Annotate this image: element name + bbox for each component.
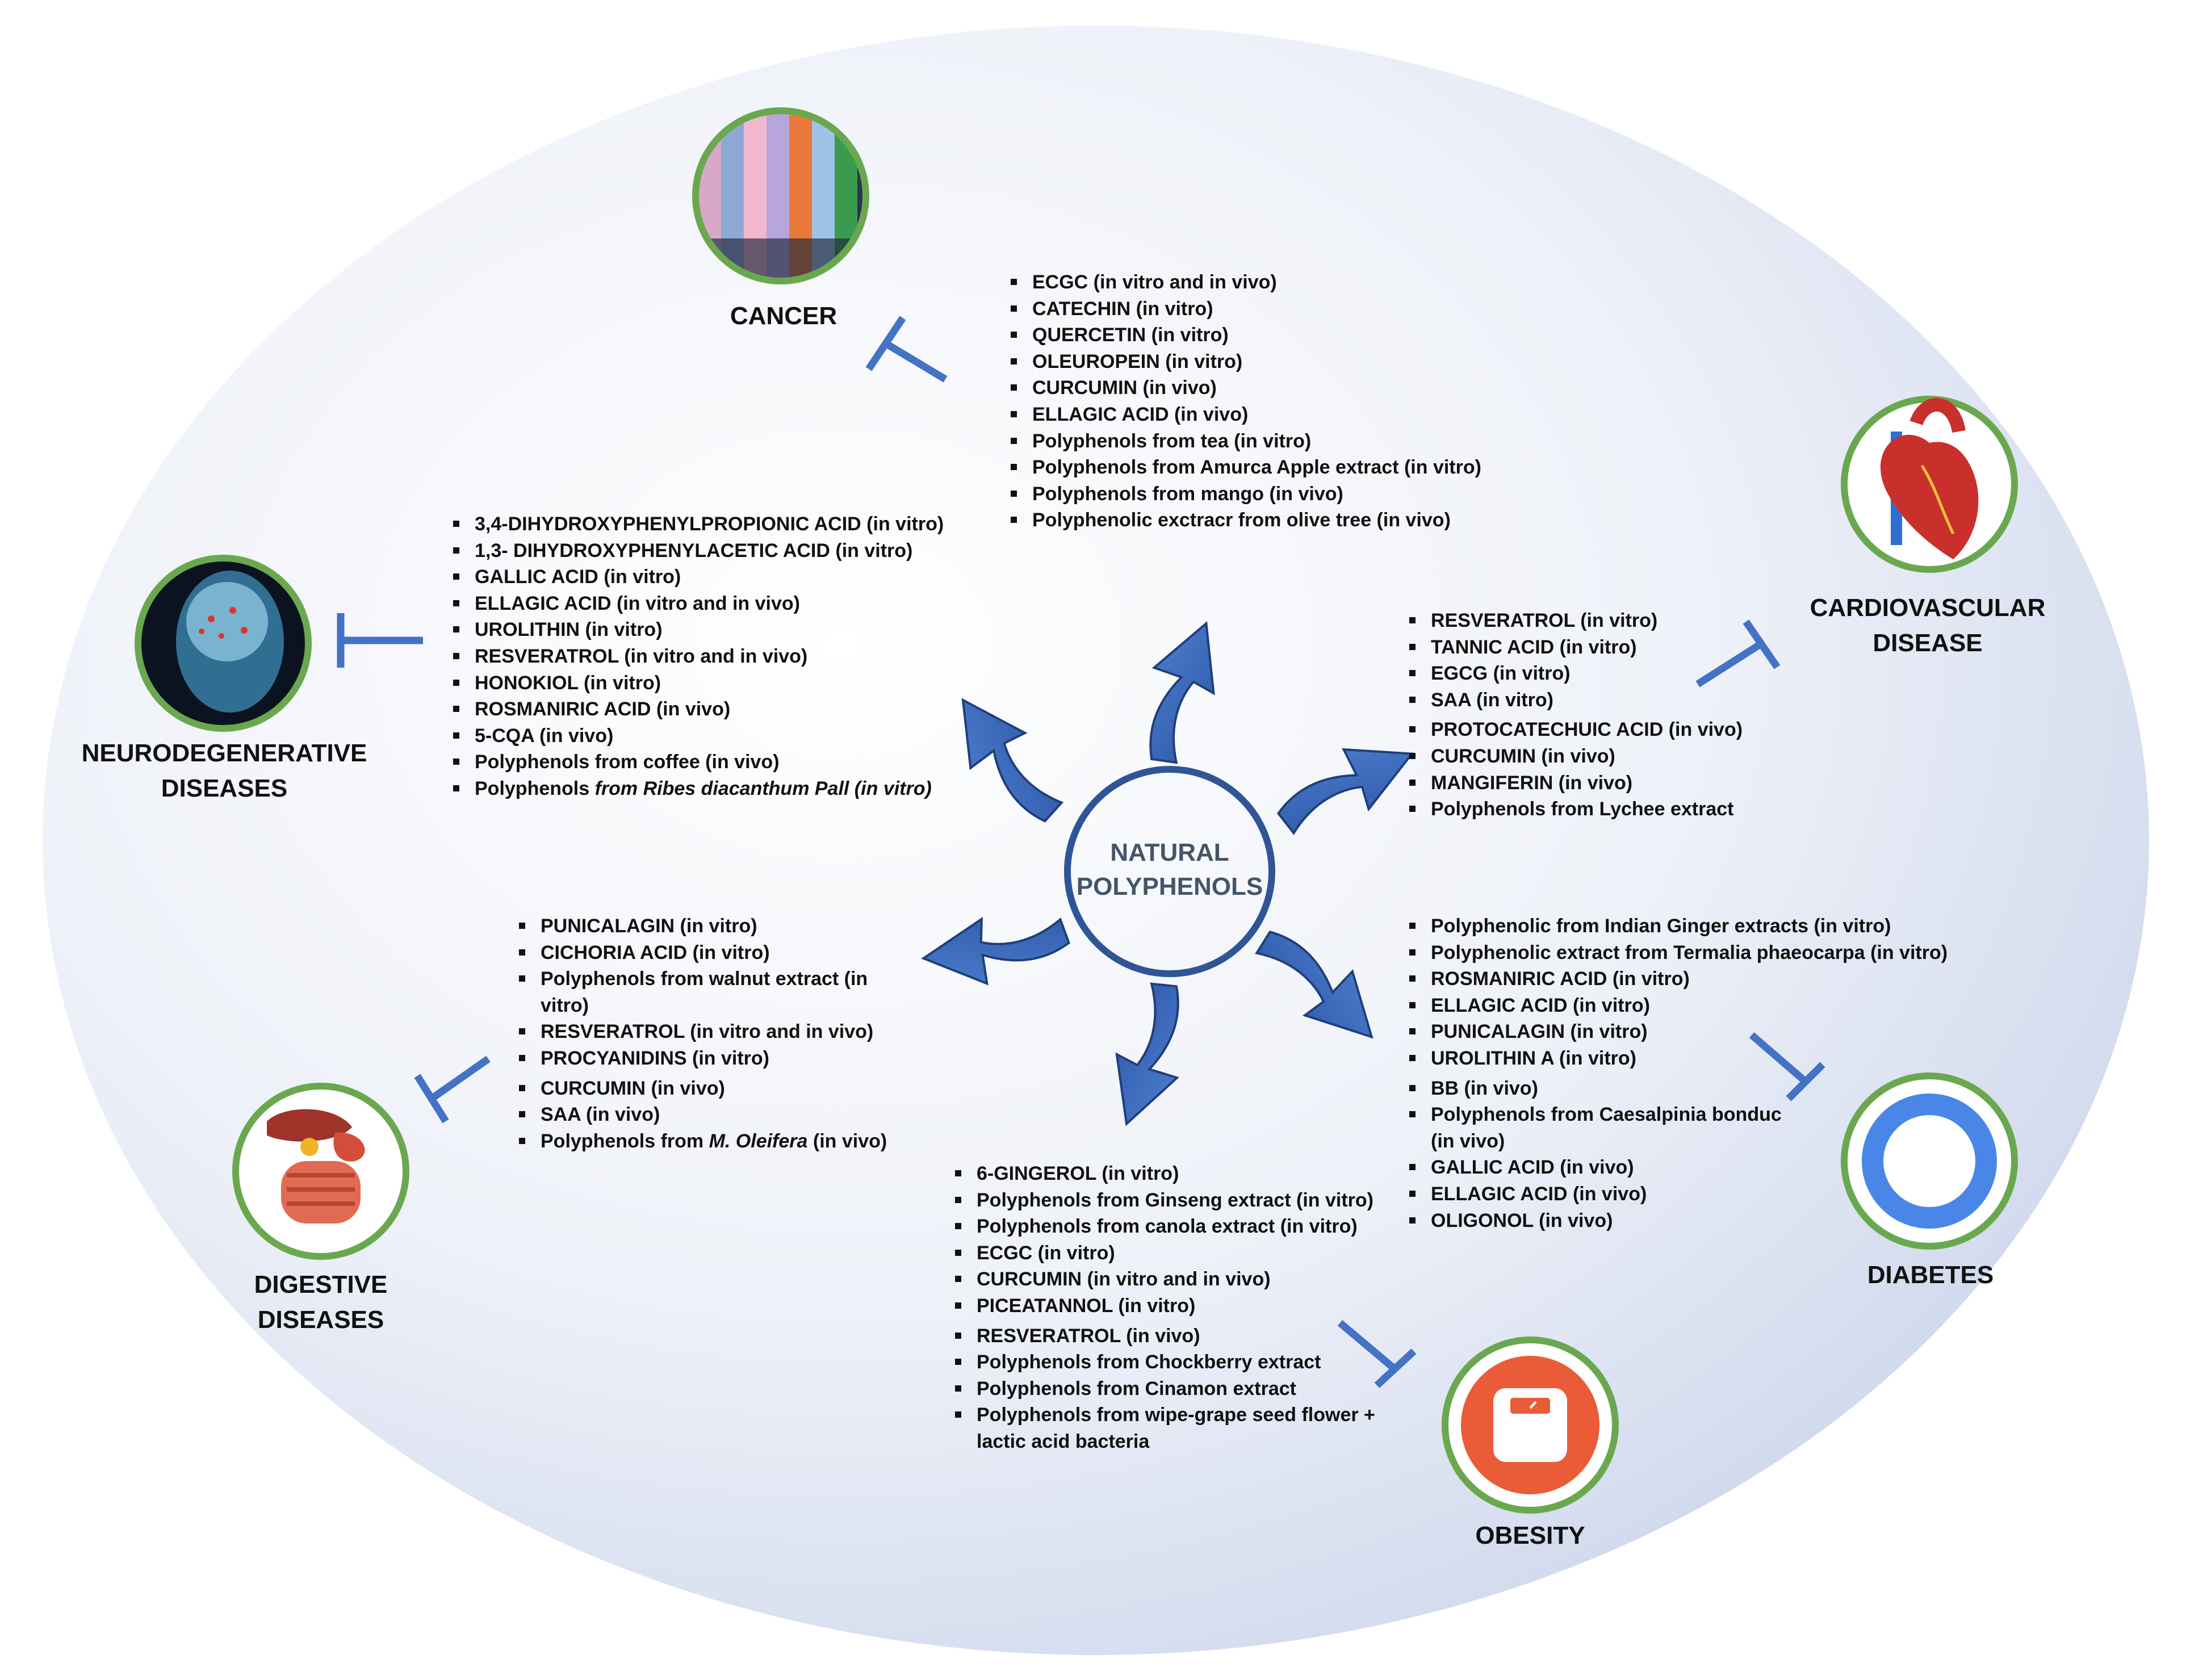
digestive-label-line2: DISEASES [257, 1306, 384, 1334]
list-item: SAA (in vivo) [518, 1101, 915, 1128]
digestive-label-line1: DIGESTIVE [254, 1271, 388, 1298]
list-item: HONOKIOL (in vitro) [452, 670, 963, 697]
digestive-organs-icon [232, 1083, 409, 1260]
neuro-label-line2: DISEASES [161, 774, 288, 802]
brain-icon [135, 555, 312, 732]
inhibit-bar-digestive [414, 1055, 491, 1124]
diabetes-label: DIABETES [1867, 1261, 1994, 1289]
list-item: ELLAGIC ACID (in vivo) [1408, 1181, 1976, 1208]
list-item: Polyphenols from Caesalpinia bonduc (in … [1408, 1101, 1806, 1154]
weighing-scale-icon [1442, 1337, 1619, 1514]
list-item: Polyphenols from Cinamon extract [954, 1376, 1385, 1402]
list-item: 5-CQA (in vivo) [452, 723, 963, 749]
list-item: Polyphenols from Ribes diacanthum Pall (… [452, 776, 963, 802]
inhibit-bar-cardio [1695, 619, 1781, 688]
list-item: CURCUMIN (in vivo) [518, 1075, 915, 1102]
center-ring [1064, 766, 1275, 977]
cardio-label-line1: CARDIOVASCULAR [1810, 594, 2046, 622]
list-item: Polyphenols from coffee (in vivo) [452, 749, 963, 776]
list-item: Polyphenolic from Indian Ginger extracts… [1408, 913, 1976, 940]
list-item: PUNICALAGIN (in vitro) [518, 913, 915, 940]
list-item: Polyphenols from walnut extract (in vitr… [518, 966, 881, 1019]
digestive-label: DIGESTIVE DISEASES [216, 1267, 426, 1338]
cardio-compound-list: RESVERATROL (in vitro) TANNIC ACID (in v… [1408, 608, 1806, 823]
list-item: QUERCETIN (in vitro) [1010, 322, 1521, 349]
list-item: ECGC (in vitro) [954, 1240, 1385, 1267]
list-item: PUNICALAGIN (in vitro) [1408, 1019, 1976, 1045]
cardio-label: CARDIOVASCULAR DISEASE [1777, 590, 2078, 661]
list-item: UROLITHIN (in vitro) [452, 617, 963, 643]
neuro-label: NEURODEGENERATIVE DISEASES [51, 736, 397, 806]
list-item: ROSMANIRIC ACID (in vitro) [1408, 966, 1976, 992]
list-item: Polyphenols from tea (in vitro) [1010, 428, 1521, 455]
list-item: PICEATANNOL (in vitro) [954, 1293, 1385, 1319]
list-item: SAA (in vitro) [1408, 687, 1806, 714]
inhibit-bar-cancer [865, 316, 948, 383]
center-label-line1: NATURAL [1110, 839, 1229, 866]
heart-icon [1841, 396, 2018, 573]
list-item: RESVERATROL (in vitro and in vivo) [452, 643, 963, 670]
cancer-cells-icon [692, 107, 869, 284]
list-item: Polyphenolic extract from Termalia phaeo… [1408, 940, 1976, 966]
list-item: 1,3- DIHYDROXYPHENYLACETIC ACID (in vitr… [452, 538, 963, 564]
neuro-compound-list: 3,4-DIHYDROXYPHENYLPROPIONIC ACID (in vi… [452, 511, 963, 802]
list-item: UROLITHIN A (in vitro) [1408, 1045, 1976, 1072]
list-item: GALLIC ACID (in vivo) [1408, 1154, 1976, 1181]
background-ellipse [43, 26, 2149, 1655]
list-item: ELLAGIC ACID (in vitro) [1408, 992, 1976, 1019]
list-item: CATECHIN (in vitro) [1010, 296, 1521, 322]
cancer-compound-list: ECGC (in vitro and in vivo) CATECHIN (in… [1010, 269, 1521, 534]
list-item: CURCUMIN (in vitro and in vivo) [954, 1266, 1385, 1293]
list-item: ELLAGIC ACID (in vitro and in vivo) [452, 590, 963, 617]
diabetes-compound-list: Polyphenolic from Indian Ginger extracts… [1408, 913, 1976, 1234]
list-item: Polyphenols from Ginseng extract (in vit… [954, 1187, 1385, 1214]
list-item: CICHORIA ACID (in vitro) [518, 940, 915, 966]
neuro-label-line1: NEURODEGENERATIVE [81, 739, 367, 767]
list-item: Polyphenols from canola extract (in vitr… [954, 1213, 1385, 1240]
list-item: CURCUMIN (in vivo) [1408, 743, 1806, 770]
item-italic-text: M. Oleifera [709, 1130, 808, 1152]
list-item: EGCG (in vitro) [1408, 660, 1806, 687]
list-item: Polyphenols from wipe-grape seed flower … [954, 1402, 1385, 1455]
list-item: Polyphenolic exctracr from olive tree (i… [1010, 507, 1521, 534]
list-item: BB (in vivo) [1408, 1075, 1976, 1102]
center-label-line2: POLYPHENOLS [1076, 873, 1263, 900]
obesity-compound-list: 6-GINGEROL (in vitro) Polyphenols from G… [954, 1161, 1385, 1455]
list-item: RESVERATROL (in vitro) [1408, 608, 1806, 634]
list-item: PROTOCATECHUIC ACID (in vivo) [1408, 717, 1806, 743]
list-item: Polyphenols from Lychee extract [1408, 796, 1806, 823]
list-item: CURCUMIN (in vivo) [1010, 375, 1521, 401]
list-item: MANGIFERIN (in vivo) [1408, 770, 1806, 797]
obesity-label: OBESITY [1475, 1522, 1585, 1549]
list-item: ELLAGIC ACID (in vivo) [1010, 401, 1521, 428]
item-italic-text: from Ribes diacanthum Pall (in vitro) [594, 777, 932, 799]
center-label: NATURAL POLYPHENOLS [1073, 836, 1266, 904]
list-item: Polyphenols from M. Oleifera (in vivo) [518, 1128, 915, 1155]
list-item: 6-GINGEROL (in vitro) [954, 1161, 1385, 1187]
inhibit-bar-neuro [337, 613, 423, 668]
list-item: RESVERATROL (in vivo) [954, 1323, 1385, 1350]
list-item: TANNIC ACID (in vitro) [1408, 634, 1806, 661]
item-text: Polyphenols from [541, 1130, 709, 1152]
list-item: 3,4-DIHYDROXYPHENYLPROPIONIC ACID (in vi… [452, 511, 963, 538]
list-item: Polyphenols from Amurca Apple extract (i… [1010, 454, 1521, 481]
item-text: (in vivo) [807, 1130, 887, 1152]
diabetes-ring-icon [1841, 1072, 2018, 1250]
list-item: GALLIC ACID (in vitro) [452, 564, 963, 590]
list-item: OLEUROPEIN (in vitro) [1010, 349, 1521, 375]
item-text: Polyphenols [475, 777, 595, 799]
cancer-label: CANCER [730, 302, 837, 330]
list-item: ROSMANIRIC ACID (in vivo) [452, 696, 963, 723]
cardio-label-line2: DISEASE [1873, 629, 1983, 657]
list-item: ECGC (in vitro and in vivo) [1010, 269, 1521, 296]
list-item: PROCYANIDINS (in vitro) [518, 1045, 915, 1072]
list-item: Polyphenols from Chockberry extract [954, 1349, 1385, 1376]
list-item: Polyphenols from mango (in vivo) [1010, 481, 1521, 508]
inhibit-bar-diabetes [1749, 1032, 1825, 1101]
digestive-compound-list: PUNICALAGIN (in vitro) CICHORIA ACID (in… [518, 913, 915, 1154]
inhibit-bar-obesity [1337, 1320, 1417, 1388]
list-item: OLIGONOL (in vivo) [1408, 1208, 1976, 1234]
list-item: RESVERATROL (in vitro and in vivo) [518, 1019, 915, 1045]
